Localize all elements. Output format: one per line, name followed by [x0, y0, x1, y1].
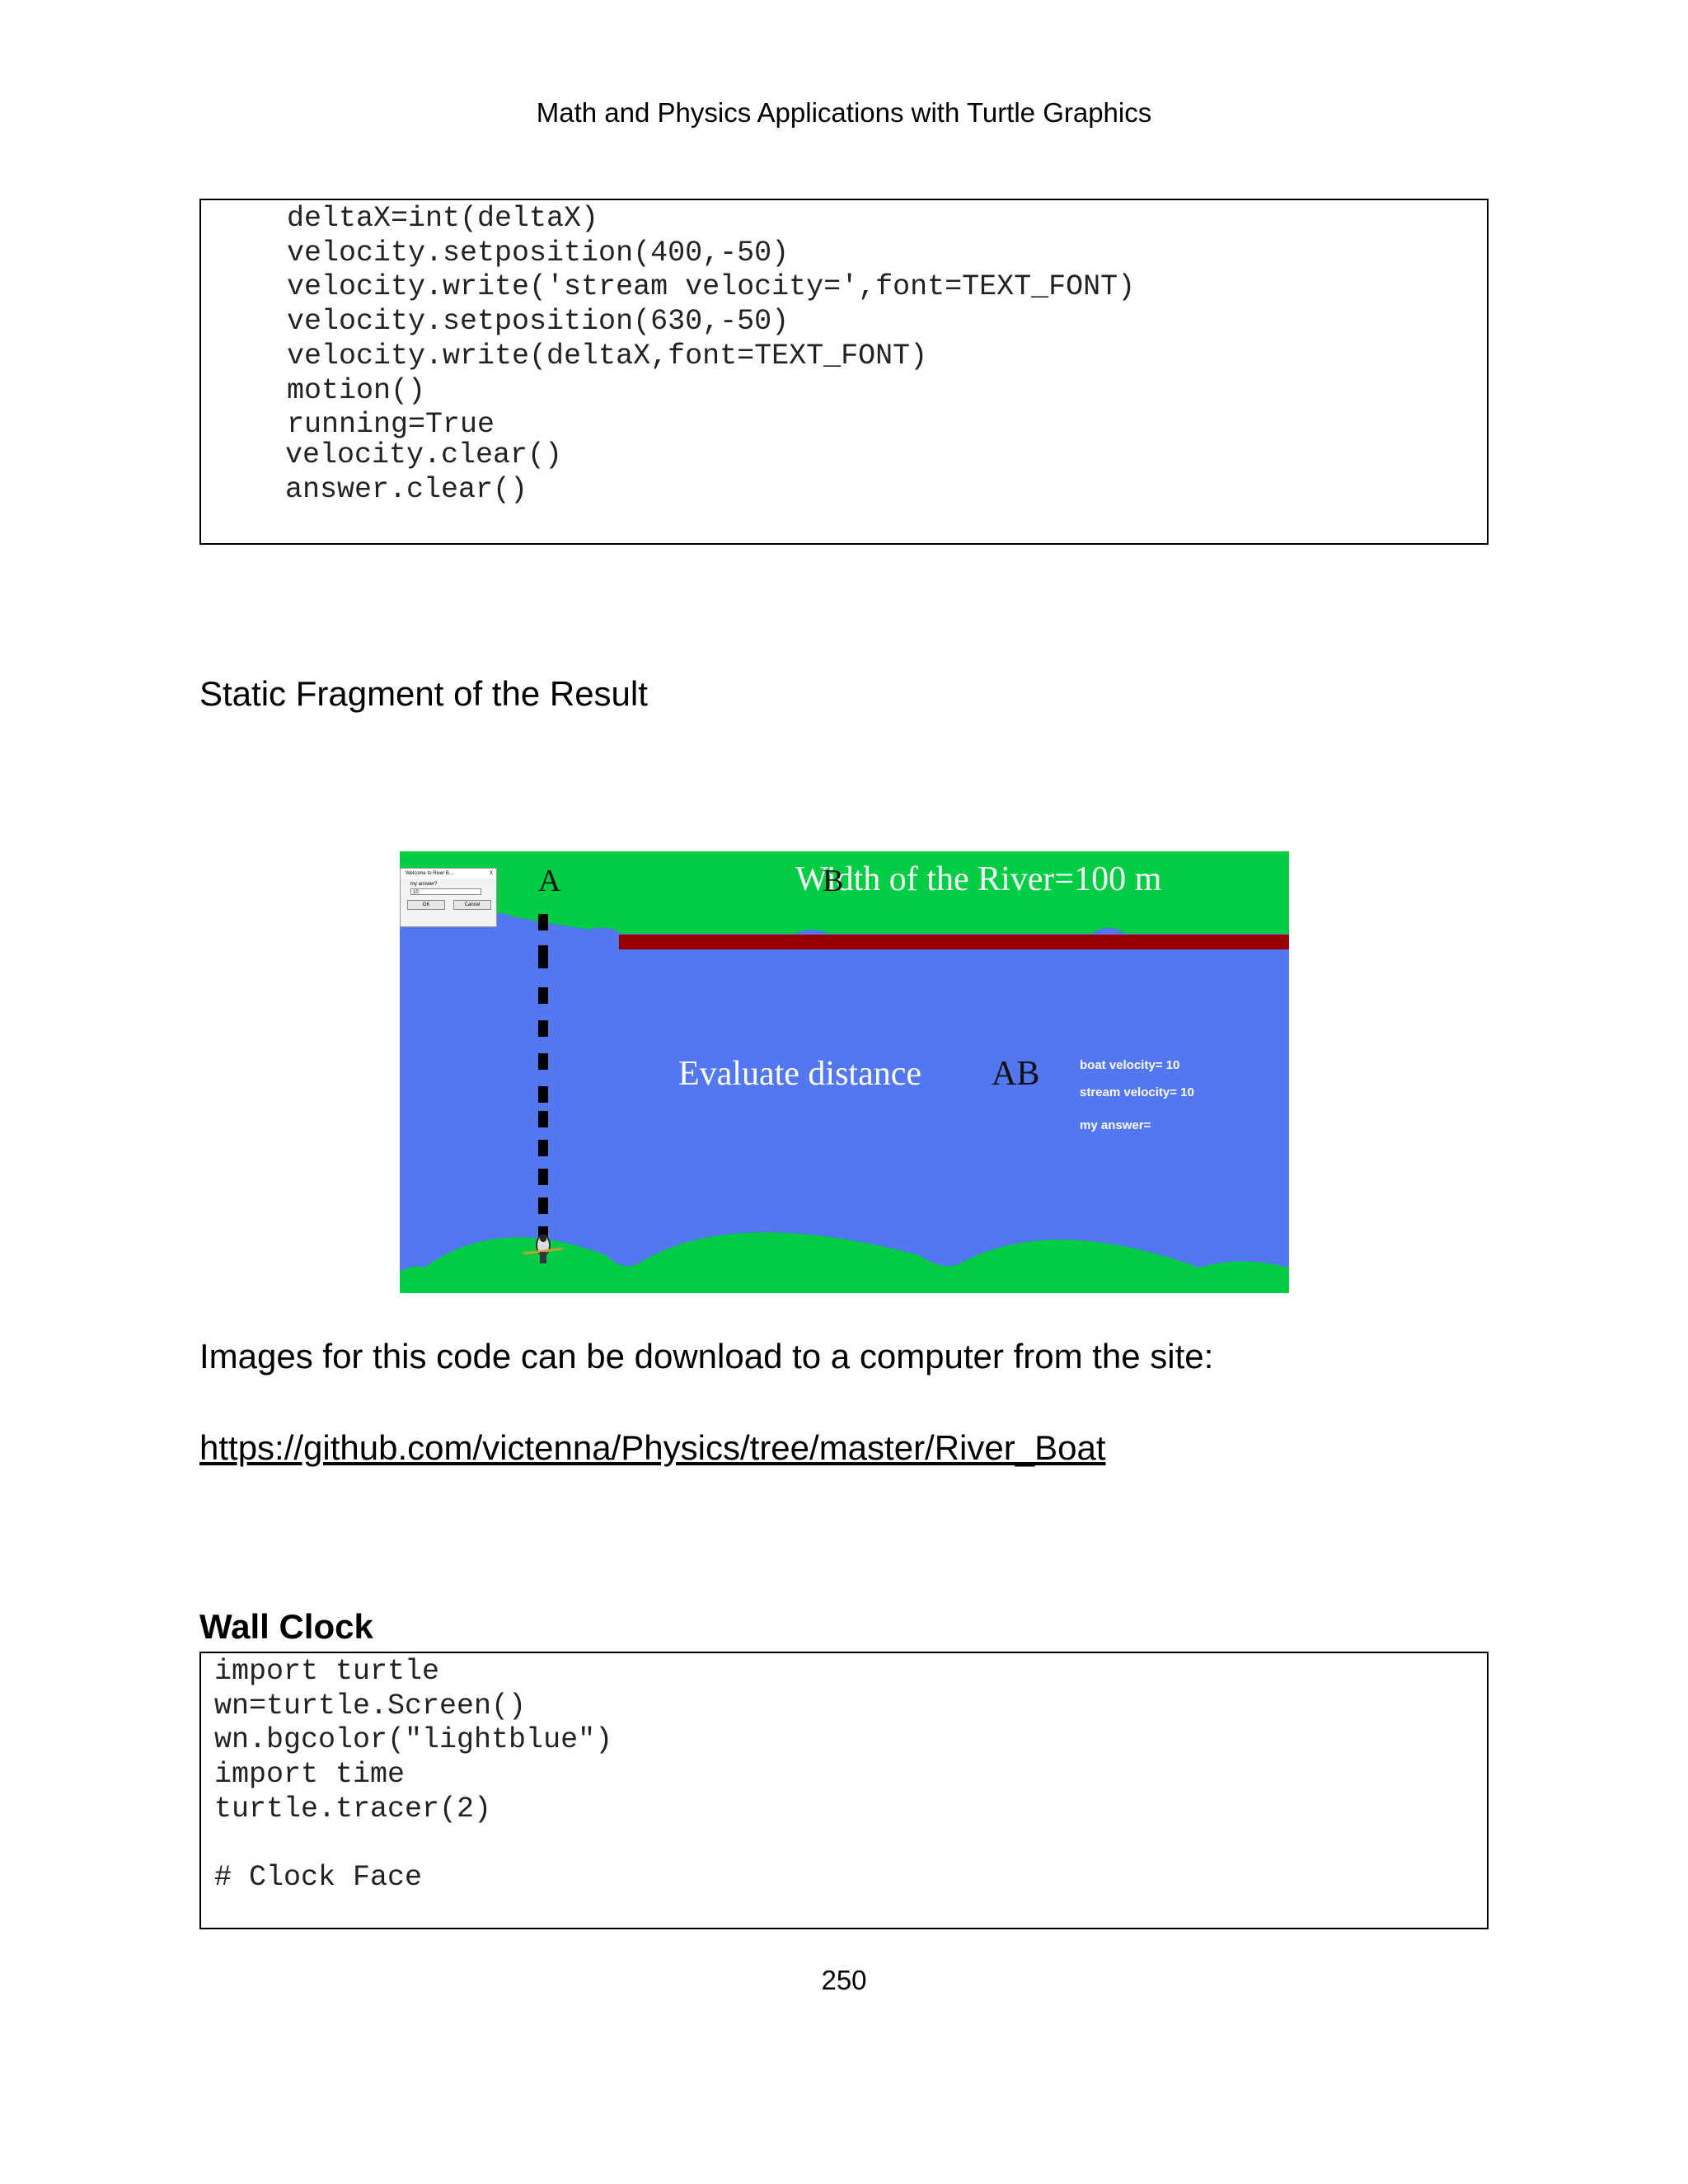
section-title: Static Fragment of the Result: [199, 674, 648, 713]
section-heading: Wall Clock: [199, 1607, 373, 1646]
path-dash: [538, 1020, 548, 1037]
code-block-2: import turtle wn=turtle.Screen() wn.bgco…: [199, 1652, 1489, 1929]
running-header: Math and Physics Applications with Turtl…: [536, 97, 1152, 128]
code-line: # Clock Face: [214, 1861, 423, 1895]
label-a: A: [538, 864, 561, 898]
dialog-title: Welcome to River B...: [406, 871, 453, 876]
code-line: import time: [214, 1758, 406, 1792]
dialog-buttons: OK Cancel: [407, 900, 496, 910]
code-line: motion(): [287, 373, 426, 407]
bridge-bar: [619, 935, 1289, 949]
near-bank: [400, 1232, 1289, 1293]
code-block-1-text: deltaX=int(deltaX) velocity.setposition(…: [201, 202, 1487, 443]
cancel-button[interactable]: Cancel: [453, 900, 491, 910]
download-note: Images for this code can be download to …: [199, 1337, 1214, 1376]
code-block-2-text: import turtle wn=turtle.Screen() wn.bgco…: [201, 1655, 1487, 1896]
page-number: 250: [821, 1965, 867, 1995]
code-line: answer.clear(): [285, 472, 528, 506]
path-dash: [538, 1197, 548, 1214]
boat-icon: [523, 1235, 564, 1263]
dialog-prompt: my answer?: [410, 882, 438, 887]
river-scene: A Width of the River=100 m B Evaluate di…: [400, 851, 1289, 1293]
path-dash: [538, 1053, 548, 1070]
boat-velocity-label: boat velocity= 10: [1080, 1058, 1179, 1072]
stream-velocity-label: stream velocity= 10: [1080, 1085, 1194, 1099]
label-b: B: [823, 864, 843, 898]
path-dash: [538, 1086, 548, 1103]
close-icon[interactable]: X: [489, 871, 493, 876]
far-bank: [400, 851, 1289, 934]
river-width-title: Width of the River=100 m: [795, 860, 1162, 898]
path-dash: [538, 945, 548, 968]
code-line: velocity.setposition(630,-50): [287, 305, 790, 339]
code-block-1-dedented: velocity.clear() answer.clear(): [285, 438, 562, 507]
path-dash: [538, 914, 548, 930]
code-line: turtle.tracer(2): [214, 1792, 492, 1825]
dashed-path: [538, 914, 548, 1243]
code-line: wn.bgcolor("lightblue"): [214, 1723, 613, 1757]
code-block-1: deltaX=int(deltaX) velocity.setposition(…: [199, 199, 1489, 545]
path-dash: [538, 1169, 548, 1185]
path-dash: [538, 1140, 548, 1156]
code-line: velocity.write('stream velocity=',font=T…: [287, 270, 1136, 304]
github-link[interactable]: https://github.com/victenna/Physics/tree…: [199, 1428, 1106, 1467]
river-boat-screenshot: A Width of the River=100 m B Evaluate di…: [400, 851, 1289, 1293]
evaluate-text: Evaluate distance: [678, 1055, 921, 1093]
path-dash: [538, 1111, 548, 1127]
code-line: import turtle: [214, 1655, 440, 1688]
dialog-titlebar: Welcome to River B... X: [401, 869, 496, 879]
input-dialog[interactable]: Welcome to River B... X my answer? 10 OK…: [400, 868, 497, 927]
my-answer-label: my answer=: [1080, 1118, 1151, 1132]
label-ab: AB: [992, 1055, 1039, 1093]
code-line: velocity.write(deltaX,font=TEXT_FONT): [287, 339, 928, 373]
answer-input[interactable]: 10: [410, 888, 481, 895]
code-line: velocity.clear(): [285, 438, 563, 471]
code-line: wn=turtle.Screen(): [214, 1689, 527, 1722]
ok-button[interactable]: OK: [407, 900, 445, 910]
path-dash: [538, 987, 548, 1004]
code-line: running=True: [287, 408, 495, 442]
code-line: deltaX=int(deltaX): [287, 202, 599, 235]
code-line: velocity.setposition(400,-50): [287, 236, 790, 269]
